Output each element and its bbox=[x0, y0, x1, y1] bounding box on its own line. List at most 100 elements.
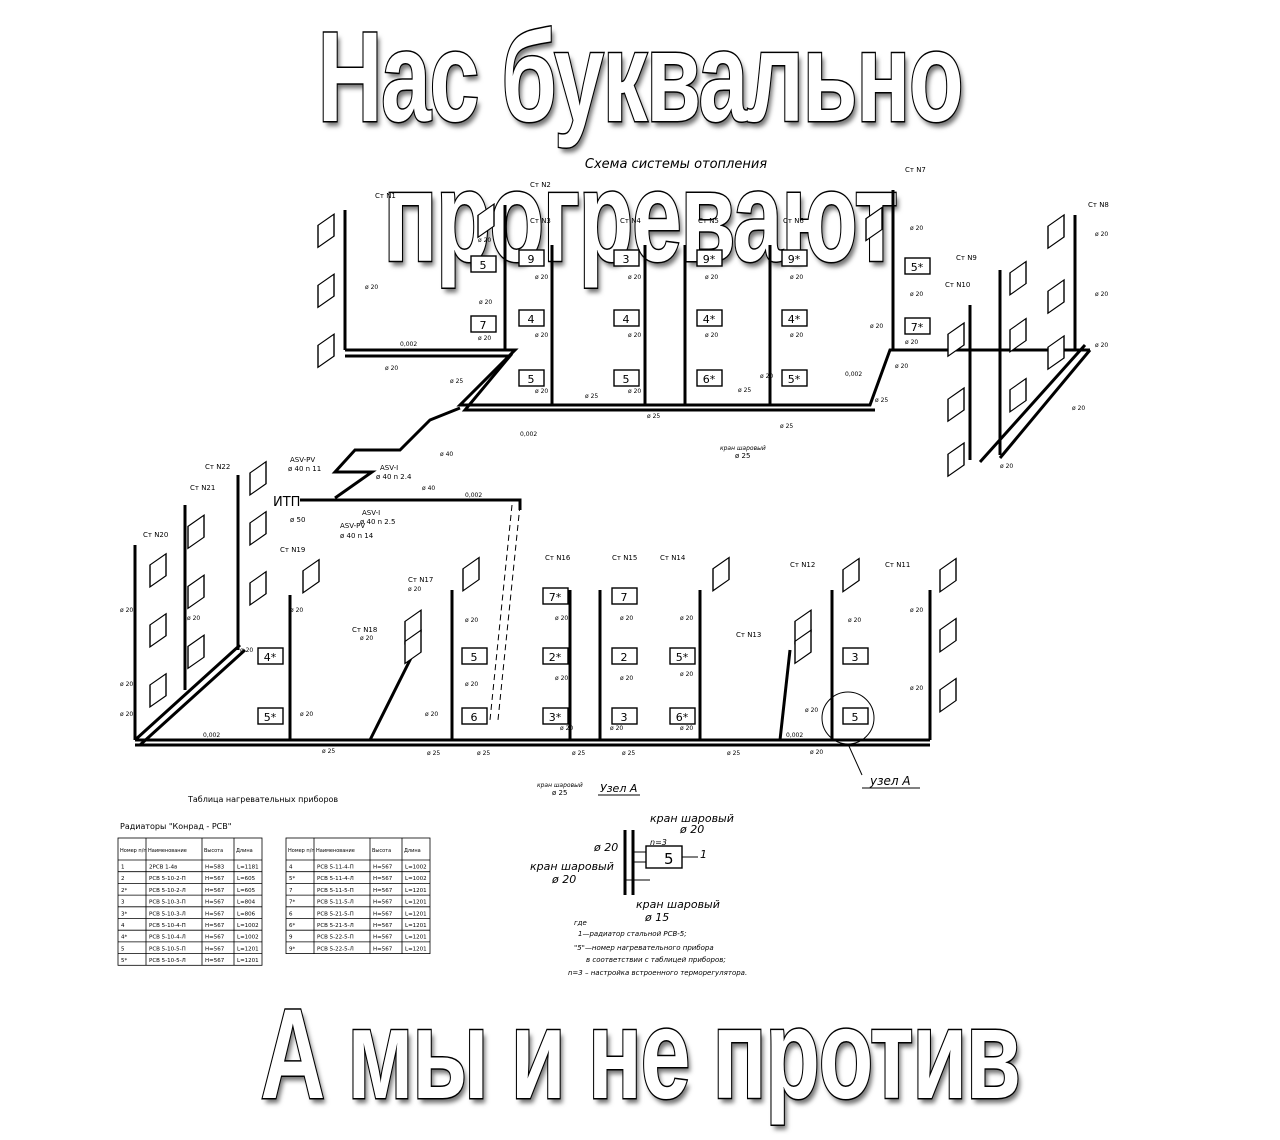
table-cell: 6 bbox=[289, 911, 293, 917]
table-header-cell: Наименование bbox=[316, 848, 355, 854]
detail-device-number: 5 bbox=[664, 850, 674, 868]
detail-callout: 1 bbox=[700, 848, 707, 861]
table-cell: L=1002 bbox=[405, 876, 427, 882]
table-cell: H=567 bbox=[373, 935, 393, 941]
detail-ball-valve-left-dim: ø 20 bbox=[551, 873, 576, 886]
dim-d20: ø 20 bbox=[555, 615, 568, 622]
table-header-cell: Высота bbox=[204, 848, 223, 854]
riser-label: Ст N2 bbox=[530, 181, 551, 189]
riser-label: Ст N9 bbox=[956, 254, 977, 262]
dim-d20: ø 20 bbox=[705, 332, 718, 339]
table-cell: H=567 bbox=[373, 888, 393, 894]
dim-d20: ø 20 bbox=[535, 332, 548, 339]
svg-text:5: 5 bbox=[471, 651, 478, 664]
svg-text:4*: 4* bbox=[264, 651, 277, 664]
svg-text:5: 5 bbox=[480, 259, 487, 272]
dim-d20: ø 20 bbox=[465, 681, 478, 688]
dim-d20: ø 20 bbox=[760, 373, 773, 380]
table-cell: 9 bbox=[289, 935, 293, 941]
table-header-cell: Высота bbox=[372, 848, 391, 854]
table-cell: РСВ 5-21-5-Л bbox=[317, 923, 354, 929]
slope-label: 0,002 bbox=[465, 492, 482, 499]
asv-pv2-dim: ø 40 n 14 bbox=[340, 532, 374, 540]
node-a-leader bbox=[847, 743, 863, 776]
dim-d25: ø 25 bbox=[450, 378, 463, 385]
table-cell: РСВ 5-10-4-П bbox=[149, 923, 186, 929]
table-subcaption: Радиаторы "Конрад - РСВ" bbox=[120, 822, 231, 831]
dim-d25: ø 25 bbox=[477, 750, 490, 757]
dim-d20: ø 20 bbox=[535, 388, 548, 395]
table-cell: 5 bbox=[121, 946, 125, 952]
dim-d20: ø 20 bbox=[895, 363, 908, 370]
table-cell: L=1002 bbox=[405, 865, 427, 871]
svg-text:5*: 5* bbox=[788, 373, 801, 386]
table-cell: L=1201 bbox=[405, 911, 427, 917]
dim-d20: ø 20 bbox=[910, 607, 923, 614]
detail-left-dim: ø 20 bbox=[593, 841, 618, 854]
itp-main bbox=[300, 498, 522, 510]
svg-text:3*: 3* bbox=[549, 711, 562, 724]
asv-i2-dim: ø 40 n 2.5 bbox=[360, 518, 395, 526]
svg-text:9*: 9* bbox=[788, 253, 801, 266]
asv-i-dim: ø 40 n 2.4 bbox=[376, 473, 412, 481]
table-cell: 4 bbox=[121, 923, 125, 929]
table-cell: L=1002 bbox=[237, 923, 259, 929]
svg-text:5: 5 bbox=[528, 373, 535, 386]
svg-text:5: 5 bbox=[852, 711, 859, 724]
table-cell: РСВ 5-10-3-Л bbox=[149, 911, 186, 917]
dim-d20: ø 20 bbox=[465, 617, 478, 624]
riser-label: Ст N13 bbox=[736, 631, 761, 639]
dim-d20: ø 20 bbox=[479, 299, 492, 306]
lower-skewed-radiators bbox=[149, 460, 957, 713]
table-cell: РСВ 5-10-4-Л bbox=[149, 935, 186, 941]
dim-d20: ø 20 bbox=[478, 237, 491, 244]
table-cell: L=1201 bbox=[405, 888, 427, 894]
dim-d20: ø 20 bbox=[1000, 463, 1013, 470]
table-cell: H=567 bbox=[205, 923, 225, 929]
ball-valve-lower: кран шаровый bbox=[537, 782, 583, 789]
riser-label: Ст N11 bbox=[885, 561, 910, 569]
table-cell: РСВ 5-11-4-Л bbox=[317, 876, 354, 882]
table-cell: РСВ 5-10-2-П bbox=[149, 876, 186, 882]
lower-left-diagonal bbox=[133, 643, 242, 742]
dim-d20: ø 20 bbox=[790, 274, 803, 281]
table-cell: L=1181 bbox=[237, 865, 259, 871]
dim-d20: ø 20 bbox=[535, 274, 548, 281]
slope-label: 0,002 bbox=[845, 371, 862, 378]
dashed-link bbox=[497, 504, 521, 721]
dim-d20: ø 20 bbox=[628, 274, 641, 281]
slope-label: 0,002 bbox=[520, 431, 537, 438]
pipe-diameter-labels: ø 20 ø 20 ø 20 ø 20 ø 20 ø 20 ø 20 ø 20 ø 20 ø 20… bbox=[120, 225, 1108, 757]
svg-text:5*: 5* bbox=[264, 711, 277, 724]
table-cell: L=1201 bbox=[237, 946, 259, 952]
dim-d20: ø 20 bbox=[870, 323, 883, 330]
dim-d20: ø 20 bbox=[385, 365, 398, 372]
dim-d20: ø 20 bbox=[620, 675, 633, 682]
ball-valve-upper: кран шаровый bbox=[720, 445, 766, 452]
table-cell: 3 bbox=[121, 900, 125, 906]
riser-label: Ст N10 bbox=[945, 281, 970, 289]
table-cell: H=567 bbox=[373, 911, 393, 917]
node-detail bbox=[623, 830, 698, 895]
table-cell: L=605 bbox=[237, 876, 256, 882]
dim-d25: ø 25 bbox=[727, 750, 740, 757]
dim-d20: ø 20 bbox=[705, 274, 718, 281]
table-cell: L=1201 bbox=[405, 900, 427, 906]
table-cell: 5* bbox=[289, 876, 295, 882]
dim-d20: ø 20 bbox=[1095, 291, 1108, 298]
upper-return-pipe bbox=[345, 354, 875, 412]
detail-ball-valve-left: кран шаровый bbox=[530, 860, 614, 873]
table-cell: H=567 bbox=[205, 888, 225, 894]
dim-d20: ø 20 bbox=[1095, 342, 1108, 349]
riser-to-itp bbox=[331, 406, 461, 500]
dim-d25: ø 25 bbox=[322, 748, 335, 755]
slope-label: 0,002 bbox=[400, 341, 417, 348]
table-cell: РСВ 5-11-5-П bbox=[317, 888, 354, 894]
table-cell: РСВ 5-21-5-П bbox=[317, 911, 354, 917]
lower-risers bbox=[133, 475, 932, 741]
table-cell: H=567 bbox=[373, 946, 393, 952]
svg-text:7: 7 bbox=[621, 591, 628, 604]
table-border bbox=[285, 837, 431, 954]
